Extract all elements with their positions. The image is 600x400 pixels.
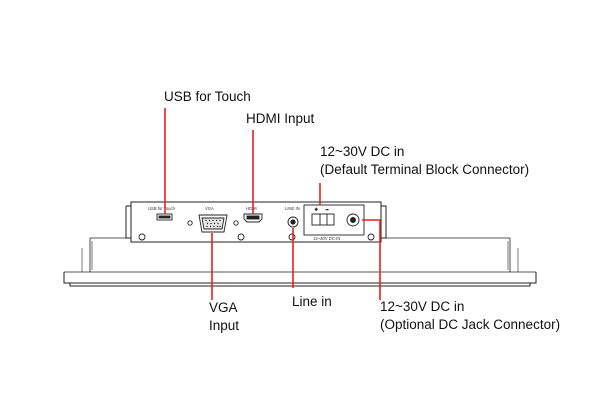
callout-usb-touch: USB for Touch [164, 89, 251, 104]
dc-in-panel-label: 12~30V DC-IN [313, 236, 340, 241]
callout-dc-terminal-line1: 12~30V DC in [320, 144, 405, 159]
callout-line-in: Line in [292, 294, 332, 309]
callout-dc-terminal-line2: (Default Terminal Block Connector) [320, 162, 530, 177]
panel-screw [288, 233, 296, 241]
usb-port [156, 213, 173, 221]
line-in-jack [287, 216, 299, 228]
panel-screw [138, 233, 146, 241]
line-in-panel-label: LINE IN [285, 206, 300, 211]
dc-jack [346, 213, 360, 227]
vga-port [187, 214, 239, 233]
vga-panel-label: VGA [205, 206, 214, 211]
panel-screw [367, 233, 375, 241]
hdmi-port [243, 213, 263, 223]
dc-terminal-block: + − [303, 204, 365, 236]
callout-hdmi-input: HDMI Input [246, 111, 315, 126]
callout-dc-jack-line2: (Optional DC Jack Connector) [380, 317, 561, 332]
hdmi-panel-label: HDMI [246, 206, 257, 211]
svg-text:−: − [326, 207, 329, 212]
callout-dc-jack-line1: 12~30V DC in [380, 299, 465, 314]
callout-vga-line1: VGA [209, 300, 238, 315]
io-bracket [125, 201, 387, 243]
panel-screw [237, 233, 245, 241]
usb-panel-label: USB for Touch [148, 206, 176, 211]
svg-text:+: + [315, 207, 318, 212]
leader-dc-jack [362, 219, 381, 300]
leader-lines [164, 108, 381, 300]
monitor-housing [63, 237, 537, 287]
callout-vga-line2: Input [209, 318, 240, 333]
